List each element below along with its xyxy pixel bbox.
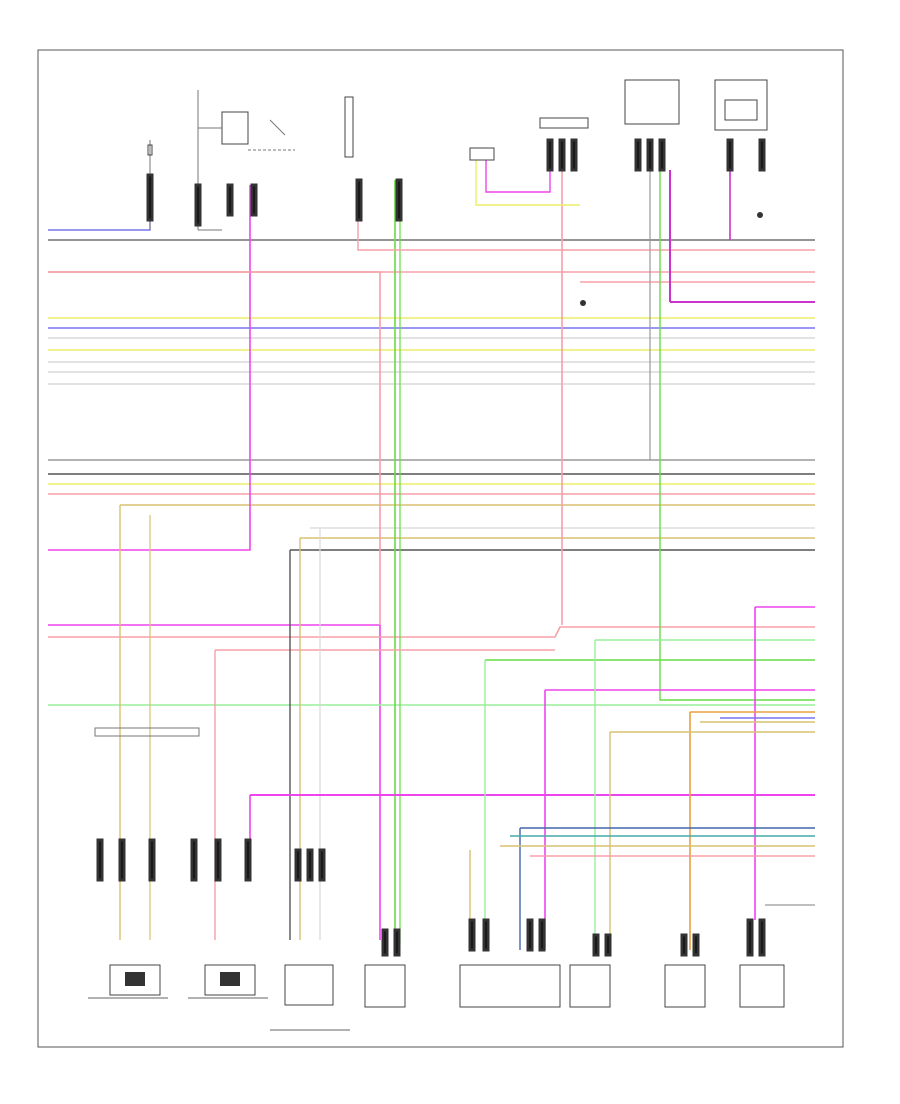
pressure-sensor xyxy=(569,964,611,1008)
heater-icon-1 xyxy=(125,972,145,986)
throttle-valve xyxy=(459,964,561,1008)
temp-sensor xyxy=(739,964,785,1008)
splice-icon xyxy=(580,300,586,306)
oxygen-sensor-1 xyxy=(109,964,161,996)
bus-wire xyxy=(48,271,381,625)
fuse-icon xyxy=(147,144,153,156)
drop-wire xyxy=(659,170,815,701)
sensor-module xyxy=(284,964,334,1006)
sensor-connector xyxy=(539,117,589,129)
drop-wire xyxy=(48,175,151,231)
bottom-components xyxy=(88,727,785,1031)
pedal-sensor-inner xyxy=(724,99,758,121)
brake-switch xyxy=(624,79,680,125)
ground-icon xyxy=(757,212,763,218)
power-relay xyxy=(344,96,354,158)
wire-harness xyxy=(48,140,815,950)
bus-wire xyxy=(48,624,381,940)
bus-wire xyxy=(48,185,251,551)
switch-connector xyxy=(469,147,495,161)
pedal-sensor xyxy=(714,79,768,131)
knock-sensor xyxy=(664,964,706,1008)
top-pins xyxy=(146,138,766,227)
diagram-frame xyxy=(37,49,844,1048)
bottom-pins xyxy=(96,838,766,957)
drop-wire xyxy=(485,160,551,193)
oxygen-sensor-2 xyxy=(204,964,256,996)
drop-wire xyxy=(475,160,580,206)
cam-sensor xyxy=(364,964,406,1008)
relay-module xyxy=(221,111,249,145)
switch-icon xyxy=(269,119,286,136)
bus-wire xyxy=(48,626,815,638)
heater-icon-2 xyxy=(220,972,240,986)
